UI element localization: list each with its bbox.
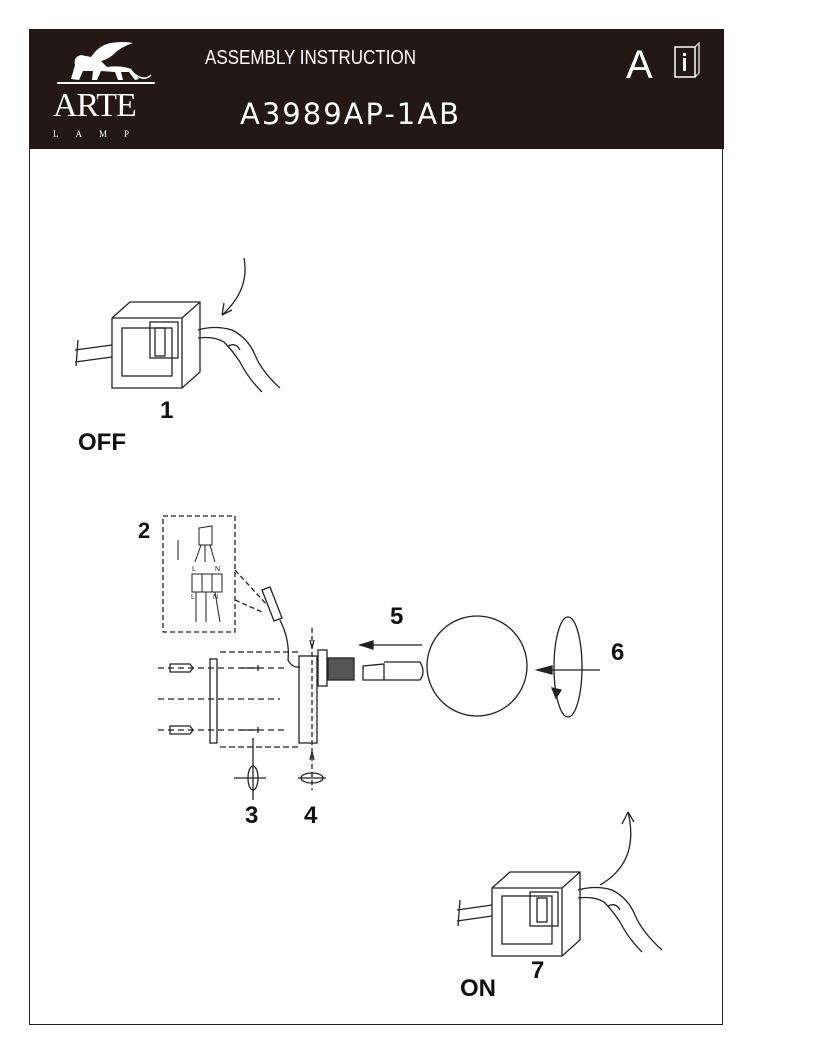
- wall-plugs-and-screws: [158, 651, 300, 748]
- arrow-head-icon: [534, 665, 553, 675]
- glass-globe: [426, 615, 528, 717]
- rotate-up-arrow-icon: [599, 811, 632, 886]
- wiring-detail-box: [162, 515, 269, 633]
- wall-switch-off-illustration: [74, 301, 201, 389]
- step-1-label: OFF: [78, 429, 126, 456]
- step-5-number: 5: [390, 603, 403, 630]
- screw-arrow-icons: [309, 639, 315, 761]
- socket: [327, 657, 355, 681]
- lamp-holder: [317, 649, 328, 687]
- rotate-down-arrow-icon: [221, 257, 246, 316]
- hand-pressing-icon: [577, 886, 663, 953]
- step-4-number: 4: [304, 802, 318, 829]
- model-number: A3989AP-1AB: [240, 97, 461, 131]
- terminal-block-icon: [177, 525, 223, 623]
- wall-switch-on-illustration: [456, 871, 581, 957]
- step-6-number: 6: [611, 639, 624, 666]
- step-7-number: 7: [531, 957, 544, 984]
- brand-name: ARTE: [53, 87, 137, 124]
- hand-pressing-icon: [197, 326, 281, 393]
- arrow-head-icon: [357, 640, 374, 650]
- document-title: ASSEMBLY INSTRUCTION: [205, 47, 416, 69]
- winged-lion-logo-icon: [57, 42, 155, 84]
- header-bar: ARTE LAMP ASSEMBLY INSTRUCTION A3989AP-1…: [29, 29, 724, 149]
- g9-bulb-icon: [362, 661, 424, 681]
- language-code: A: [626, 43, 653, 87]
- terminal-l-top: L: [192, 566, 196, 573]
- wall-bracket: [298, 655, 318, 744]
- step-7-label: ON: [460, 975, 496, 1002]
- rotate-ellipse-4: [300, 772, 324, 784]
- step-2-number: 2: [138, 518, 150, 543]
- step-1-number: 1: [160, 397, 173, 424]
- twist-arrow-icon: [553, 616, 583, 718]
- terminal-n-bottom: N: [213, 594, 218, 601]
- cable-connector-icon: [261, 586, 301, 668]
- terminal-n-top: N: [215, 566, 220, 573]
- arrow-head-icon: [550, 687, 563, 700]
- arrow-head-icon: [621, 811, 635, 825]
- arrow-head-icon: [221, 302, 233, 316]
- terminal-l-bottom: L: [191, 594, 195, 601]
- brand-subtitle: LAMP: [53, 129, 147, 139]
- step-3-number: 3: [245, 802, 258, 829]
- instruction-book-icon: [674, 41, 700, 78]
- rotate-ellipse-3: [247, 765, 259, 791]
